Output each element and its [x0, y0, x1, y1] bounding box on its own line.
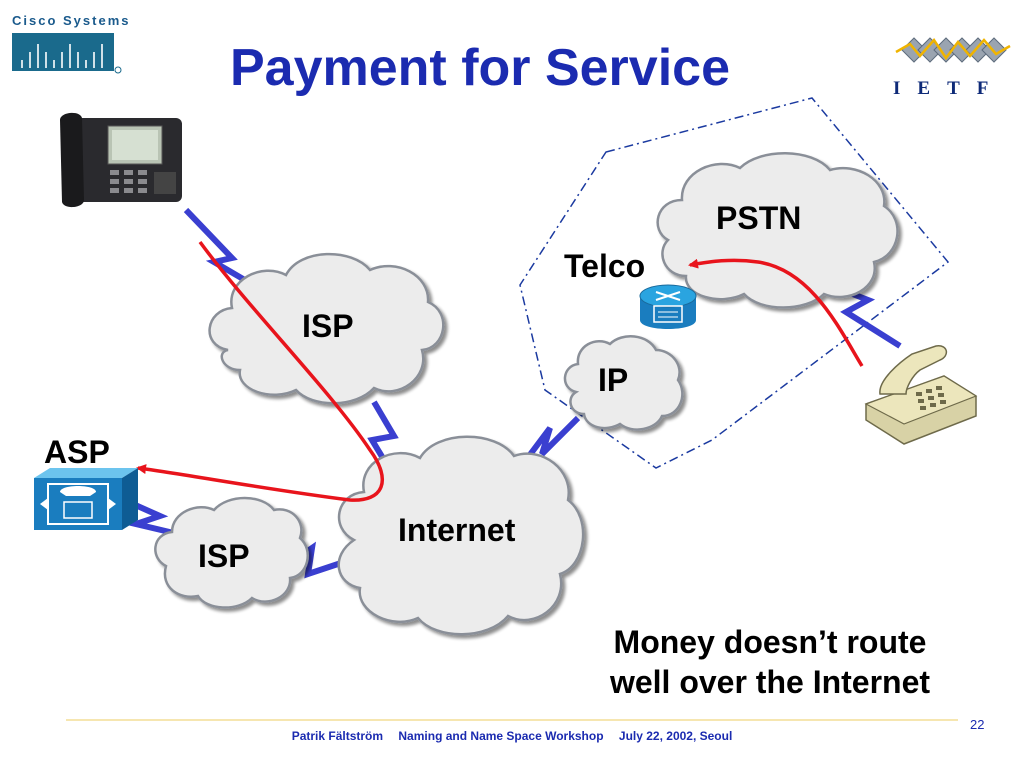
page-number: 22 — [970, 717, 985, 732]
money-flow-arrow-asp — [136, 240, 385, 502]
ietf-logo-text: IETF — [893, 78, 1006, 99]
page-title: Payment for Service — [229, 39, 731, 97]
cloud-pstn — [656, 152, 899, 309]
cloud-isp-top — [208, 252, 445, 405]
asp-label: ASP — [44, 434, 110, 470]
money-flow-arrow-telco — [688, 258, 864, 367]
ietf-logo-icon — [895, 37, 1011, 63]
link-asp-isp — [122, 497, 179, 537]
pstn-label: PSTN — [716, 200, 802, 236]
link-internet-ip — [517, 415, 581, 470]
cloud-internet — [337, 435, 585, 636]
caption: Money doesn’t route well over the Intern… — [560, 622, 980, 702]
cisco-logo-text: Cisco Systems — [12, 13, 131, 28]
footer-author: Patrik Fältström — [291, 729, 384, 743]
cloud-isp-bottom — [154, 496, 309, 609]
link-isp-internet — [367, 400, 399, 472]
footer-date: July 22, 2002, Seoul — [618, 729, 733, 743]
ip-label: IP — [598, 362, 629, 398]
router-icon — [639, 284, 697, 329]
telco-label: Telco — [564, 248, 646, 284]
footer-event: Naming and Name Space Workshop — [398, 729, 604, 743]
caption-line-2: well over the Internet — [609, 664, 931, 700]
isp-bottom-label: ISP — [198, 538, 250, 574]
isp-top-label: ISP — [302, 308, 354, 344]
analog-phone-icon — [864, 345, 978, 445]
footer: Patrik Fältström Naming and Name Space W… — [0, 729, 1024, 743]
telco-domain-boundary — [519, 97, 950, 469]
link-phone-isp — [183, 207, 264, 293]
cisco-logo-icon — [12, 33, 122, 74]
ip-phone-icon — [60, 112, 182, 208]
cloud-ip — [563, 335, 684, 431]
asp-server-icon — [34, 468, 138, 530]
caption-line-1: Money doesn’t route — [613, 624, 927, 660]
internet-label: Internet — [398, 512, 516, 548]
